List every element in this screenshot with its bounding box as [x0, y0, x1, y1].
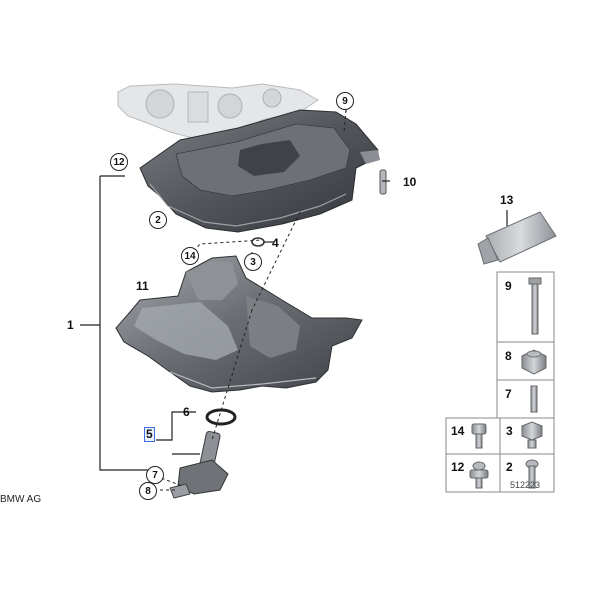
table-cell-label: 3 [506, 424, 513, 438]
clip-bolt-icon [469, 461, 489, 489]
table-cell-label: 7 [505, 387, 512, 401]
seal-ring [205, 408, 237, 426]
small-seal-ring [251, 237, 265, 247]
table-cell-label: 8 [505, 349, 512, 363]
engine-block-ghost [117, 83, 319, 141]
sealant-tube [477, 210, 557, 265]
collar-bolt-icon [471, 423, 487, 449]
callout-14: 14 [181, 247, 199, 265]
callout-11: 11 [136, 279, 149, 293]
torx-bolt-icon [525, 459, 539, 489]
oil-level-sensor [169, 430, 229, 499]
hex-nut-icon [521, 349, 547, 375]
leader-lines [80, 110, 390, 471]
callout-12: 12 [110, 153, 128, 171]
table-cell-label: 9 [505, 279, 512, 293]
callout-7: 7 [146, 466, 164, 484]
plug-screw-icon [521, 421, 543, 449]
callout-1: 1 [67, 318, 74, 332]
callout-13: 13 [500, 193, 514, 207]
callout-5-selected[interactable]: 5 [144, 427, 155, 442]
table-cell-label: 2 [506, 460, 513, 474]
callout-4: 4 [272, 236, 279, 250]
callout-6: 6 [183, 405, 190, 419]
parts-table [445, 271, 555, 493]
stud-bolt-icon [530, 385, 538, 413]
long-bolt-icon [528, 277, 542, 335]
reference-number: 512223 [510, 480, 541, 490]
table-cell-label: 14 [451, 424, 465, 438]
lower-oil-pan-shield [115, 255, 363, 393]
callout-8: 8 [139, 482, 157, 500]
callout-3: 3 [244, 253, 262, 271]
table-cell-label: 12 [451, 460, 465, 474]
callout-2: 2 [149, 211, 167, 229]
upper-oil-pan [139, 109, 387, 233]
callout-10: 10 [403, 175, 417, 189]
brand-label: BMW AG [0, 494, 42, 505]
callout-9: 9 [336, 92, 354, 110]
